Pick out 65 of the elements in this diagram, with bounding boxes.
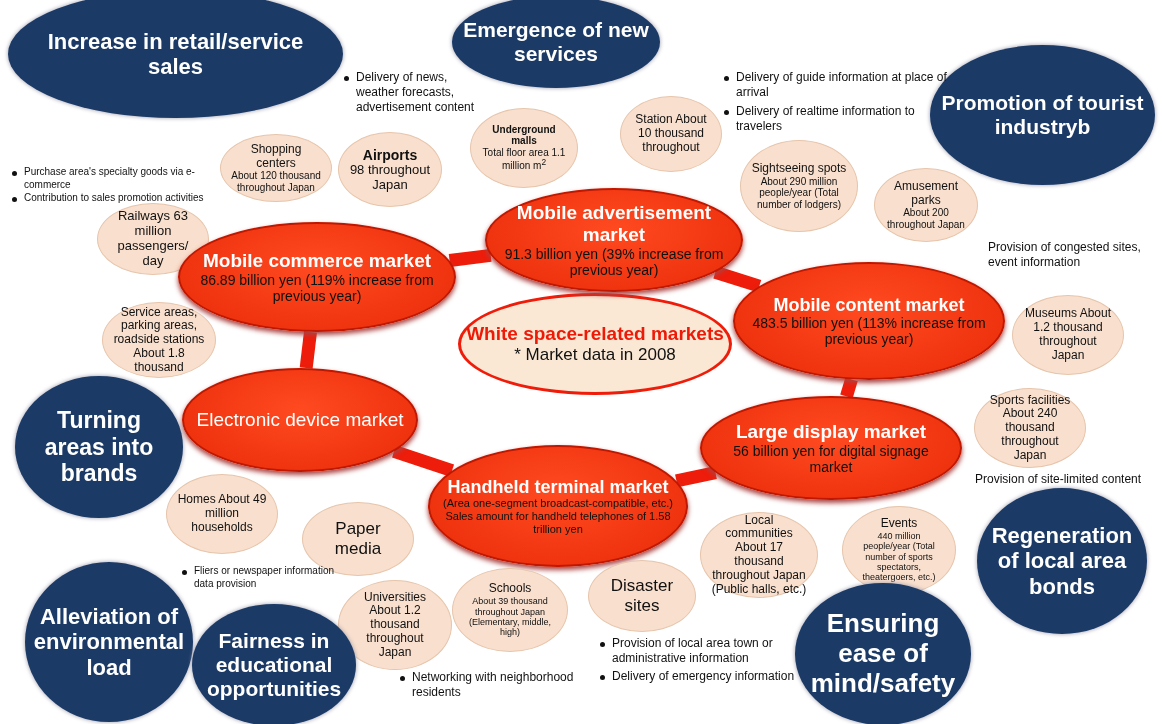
ellipse-heading: Shopping centers [249,142,303,171]
ellipse-heading: Homes About 49 million households [177,493,267,535]
ring-connector [448,248,492,267]
ellipse-text: 56 billion yen for digital signage market [732,442,930,475]
ellipse-heading: Local communities About 17 thousand throughout Japan (Public halls, etc.) [711,513,807,597]
note-text: Networking with neighborhood residents [412,670,575,700]
market-ellipse [182,368,418,472]
ellipse-heading: Paper media [333,519,383,559]
ellipse-heading: Sightseeing spots [751,161,847,176]
ellipse-text: * Market data in 2008 [514,345,676,365]
ring-connector [392,445,455,477]
ellipse-text: (Area one-segment broadcast-compatible, etc.) Sales amount for handheld telephones of 1.58 trillion yen [442,497,674,536]
ellipse-text: 483.5 billion yen (113% increase from previous year) [751,315,987,348]
ellipse-heading: Mobile content market [773,294,965,316]
ellipse-heading: Schools [488,582,532,597]
note-text: Provision of local area town or administrative information [612,636,774,666]
ellipse-heading: Museums About 1.2 thousand throughout Japan [1023,307,1112,363]
note-text: Fliers or newspaper information data provision [194,565,336,590]
ellipse-heading: Mobile commerce market [202,250,432,272]
note-text: Delivery of news, weather forecasts, advertisement content [356,70,476,115]
ring-connector [713,266,762,293]
ring-connector [299,331,317,369]
ellipse-heading: Airports [362,146,418,163]
ellipse-text: About 290 million people/year (Total number of lodgers) [756,175,842,211]
ring-connector [675,466,717,488]
ellipse-heading: Railways 63 million passengers/ day [116,209,190,269]
note-text: Provision of congested sites, event information [988,240,1142,270]
ring-connector [840,377,858,399]
ellipse-heading: Events [880,517,918,532]
note-text: Delivery of emergency information [612,669,796,684]
ellipse-heading: Fairness in educational opportunities [205,628,343,702]
ellipse-heading: Large display market [735,421,927,443]
note-text: Purchase area's specialty goods via e-commerce [24,166,196,191]
ellipse-heading: Disaster sites [609,576,675,616]
ellipse-heading: White space-related markets [466,323,724,346]
ellipse-heading: Universities About 1.2 thousand throughout Japan [363,590,427,660]
note-text: Delivery of realtime information to travelers [736,104,916,134]
ellipse-heading: Increase in retail/service sales [46,28,305,80]
market-ellipse [485,188,743,292]
ellipse-text: About 200 throughout Japan [886,207,966,231]
ellipse-heading: Service areas, parking areas, roadside stations About 1.8 thousand [113,305,205,375]
ellipse-text: 86.89 billion yen (119% increase from previous year) [199,271,435,304]
ellipse-heading: Regeneration of local area bonds [990,523,1134,599]
ellipse-heading: Electronic device market [196,409,404,431]
ellipse-heading: Sports facilities About 240 thousand throughout Japan [988,393,1072,463]
ellipse-heading: Alleviation of environmental load [33,604,185,680]
ellipse-heading: Amusement parks [893,179,959,208]
ellipse-heading: Handheld terminal market [447,476,669,498]
note-text: Provision of site-limited content [975,472,1143,487]
goal-ellipse [192,604,356,724]
ellipse-heading: Promotion of tourist industryb [940,90,1145,140]
ellipse-heading: Turning areas into brands [43,407,155,487]
ellipse-text: About 39 thousand throughout Japan (Elementary, middle, high) [468,596,552,638]
ellipse-text: Total floor area 1.1 million m$^{2}$ [481,146,567,173]
ellipse-heading: Ensuring ease of mind/safety [809,609,957,699]
ellipse-text: 98 throughout Japan [349,162,431,193]
ellipse-text: 91.3 billion yen (39% increase from previous year) [503,245,725,278]
ellipse-heading: Station About 10 thousand throughout [634,113,708,155]
ellipse-text: 440 million people/year (Total number of sports spectators, theatergoers, etc.) [861,531,937,583]
ellipse-heading: Mobile advertisement market [515,202,713,246]
ellipse-heading: Emergence of new services [462,17,650,67]
venue-ellipse [102,302,216,378]
ellipse-text: About 120 thousand throughout Japan [231,170,321,194]
note-text: Contribution to sales promotion activities [24,192,205,205]
ellipse-heading: Underground malls [491,123,557,147]
